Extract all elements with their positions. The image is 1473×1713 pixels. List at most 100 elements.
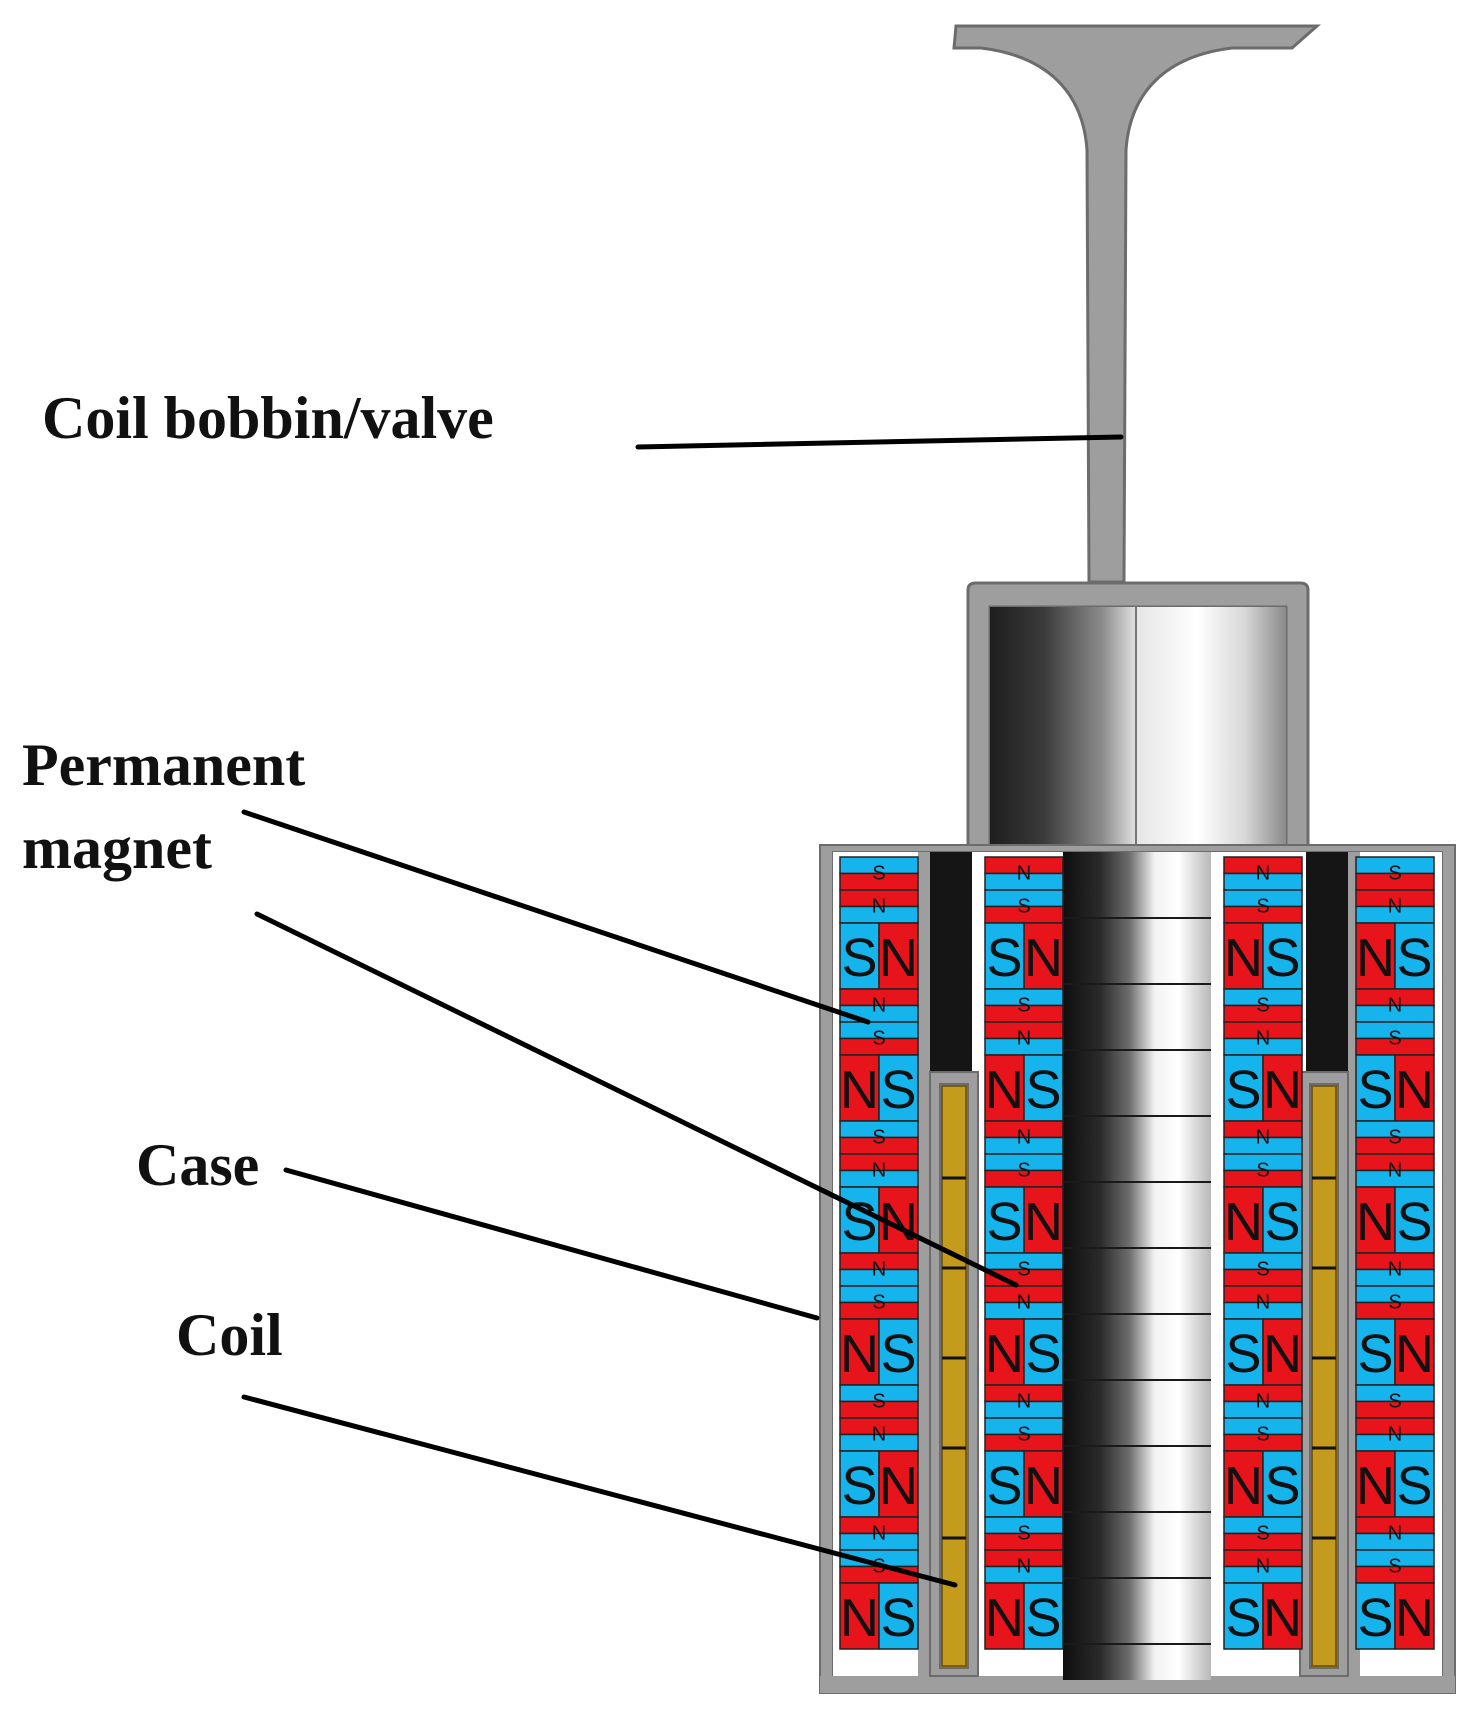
magnet-small-block: N [1223, 1021, 1303, 1056]
magnet-small-block: S [839, 1120, 919, 1155]
pole-label: N [1224, 928, 1263, 988]
magnet-small-block: N [1355, 1417, 1435, 1452]
magnet-small-block: S [1223, 1516, 1303, 1551]
pole-label: N [872, 896, 886, 918]
pole-label: S [872, 1391, 885, 1413]
pole-label: N [1388, 1424, 1402, 1446]
pole-label: S [1256, 1259, 1269, 1281]
pole-label: N [1017, 1556, 1031, 1578]
label-case: Case [136, 1132, 259, 1198]
pole-label: S [872, 863, 885, 885]
magnet-small-block: S [839, 1285, 919, 1320]
pole-label: S [1017, 1523, 1030, 1545]
pole-label: S [986, 928, 1022, 988]
pole-label: N [1024, 928, 1063, 988]
core-seams [1063, 917, 1211, 1645]
pole-label: S [1225, 1060, 1261, 1120]
magnet-small-block: N [1355, 988, 1435, 1023]
magnet-small-block: S [1355, 1285, 1435, 1320]
pole-label: N [872, 1523, 886, 1545]
pole-label: S [1256, 995, 1269, 1017]
pole-label: N [872, 995, 886, 1017]
magnet-small-block: S [984, 1252, 1064, 1287]
pole-label: N [872, 1160, 886, 1182]
label-permanent-magnet-line2: magnet [22, 815, 212, 881]
pole-label: S [986, 1456, 1022, 1516]
magnet-small-block: S [984, 988, 1064, 1023]
magnet-small-block: S [1223, 988, 1303, 1023]
magnet-small-block: S [984, 1417, 1064, 1452]
magnet-small-block: N [1223, 1285, 1303, 1320]
magnet-small-block: S [1355, 856, 1435, 891]
pole-label: S [1388, 1292, 1401, 1314]
pole-label: S [1388, 1028, 1401, 1050]
pole-label: N [1256, 1556, 1270, 1578]
magnet-small-block: S [839, 1384, 919, 1419]
magnet-small-block: N [984, 1021, 1064, 1056]
pole-label: N [1256, 1391, 1270, 1413]
pole-label: S [872, 1292, 885, 1314]
pole-label: N [1256, 1127, 1270, 1149]
gap-right-upper [1306, 852, 1348, 1072]
label-coil: Coil [176, 1302, 283, 1368]
pole-label: S [1357, 1324, 1393, 1384]
pole-label: S [1017, 1424, 1030, 1446]
magnet-small-block: S [984, 1153, 1064, 1188]
valve [952, 24, 1321, 584]
magnet-small-block: N [1223, 856, 1303, 891]
pole-label: N [985, 1060, 1024, 1120]
pole-label: N [1256, 1292, 1270, 1314]
magnet-small-block: S [1355, 1021, 1435, 1056]
leader-permanent-magnet-2 [254, 911, 1019, 1288]
pole-label: N [1024, 1456, 1063, 1516]
magnet-small-block: N [1355, 1153, 1435, 1188]
magnet-small-block: N [839, 1153, 919, 1188]
pole-label: S [1225, 1324, 1261, 1384]
pole-label: S [1025, 1588, 1061, 1648]
magnet-small-block: N [1355, 889, 1435, 924]
pole-label: S [1357, 1588, 1393, 1648]
leader-coil [241, 1394, 958, 1588]
gap-left-upper [930, 852, 972, 1072]
magnet-small-block: N [1355, 1516, 1435, 1551]
pole-label: S [1017, 1259, 1030, 1281]
coil-left [941, 1085, 967, 1667]
core [1063, 852, 1211, 1680]
magnet-small-block: N [1223, 1384, 1303, 1419]
pole-label: N [872, 1259, 886, 1281]
pole-label: N [840, 1060, 879, 1120]
pole-label: N [1256, 1028, 1270, 1050]
pole-label: S [1396, 928, 1432, 988]
magnet-small-block: N [1355, 1252, 1435, 1287]
pole-label: N [1256, 863, 1270, 885]
pole-label: S [1017, 896, 1030, 918]
pole-label: S [872, 1028, 885, 1050]
case-bottom [820, 1676, 1455, 1693]
pole-label: S [1357, 1060, 1393, 1120]
magnet-small-block: N [839, 889, 919, 924]
pole-label: S [880, 1060, 916, 1120]
pole-label: N [1017, 1127, 1031, 1149]
pole-label: S [1256, 1160, 1269, 1182]
pole-label: N [1263, 1324, 1302, 1384]
pole-label: N [1024, 1192, 1063, 1252]
pole-label: N [840, 1324, 879, 1384]
magnet-small-block: N [984, 1549, 1064, 1584]
pole-label: N [1395, 1060, 1434, 1120]
